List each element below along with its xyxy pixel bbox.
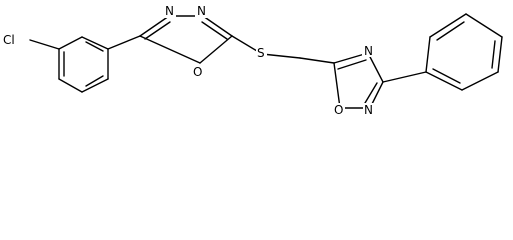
bond-inner — [432, 68, 461, 84]
bond — [461, 71, 499, 91]
bond-inner — [491, 40, 496, 69]
bond — [139, 15, 170, 37]
bond — [425, 36, 431, 73]
bond-inner — [85, 41, 104, 52]
atom-label-cl: Cl — [3, 33, 15, 47]
atom-n-oxd2-a: N — [362, 43, 374, 58]
atom-n-oxd1-a: N — [164, 4, 176, 18]
bond-inner — [85, 75, 104, 87]
bond — [202, 15, 233, 37]
bond-inner — [337, 59, 367, 70]
bond — [81, 78, 109, 93]
oxadiazole-ring-2 — [333, 52, 384, 109]
bond-ch2-c — [299, 57, 335, 64]
bond — [58, 78, 83, 93]
atom-label-n: N — [165, 4, 174, 18]
atom-label-o: O — [193, 65, 202, 79]
bond-inner — [201, 21, 228, 40]
bond — [497, 36, 503, 73]
atom-label-s: S — [257, 46, 265, 60]
bond — [429, 13, 467, 38]
atom-label-n: N — [364, 103, 373, 117]
chlorophenyl-ring — [58, 36, 109, 93]
oxadiazole-ring-1 — [139, 15, 233, 64]
atom-o-oxd2: O — [333, 103, 345, 117]
bond — [139, 35, 201, 64]
bond — [58, 36, 83, 50]
bond — [333, 62, 341, 109]
bond-s-ch2 — [261, 53, 301, 59]
atom-n-oxd2-b: N — [363, 103, 375, 117]
phenyl-ring — [425, 13, 503, 91]
bond-cl — [29, 39, 60, 50]
bond-aryl-link-2 — [382, 71, 427, 83]
atom-n-oxd1-b: N — [195, 4, 207, 18]
bond-inner — [144, 21, 171, 40]
bond — [367, 52, 384, 83]
atom-label-n: N — [364, 44, 373, 58]
bond-inner — [436, 21, 465, 41]
molecule-diagram: Cl N N O S N O N — [1, 4, 503, 117]
bond — [81, 36, 109, 50]
atom-s: S — [256, 45, 267, 60]
bond — [199, 35, 233, 64]
bond — [425, 71, 463, 91]
bond-aryl-link — [107, 35, 141, 50]
atom-label-n: N — [197, 4, 206, 18]
bond-inner — [364, 82, 378, 104]
structure-svg: Cl N N O S N O N — [1, 4, 503, 117]
atom-cl: Cl — [1, 32, 17, 47]
atom-o-oxd1: O — [192, 65, 204, 79]
bond — [465, 13, 503, 38]
atom-label-o: O — [334, 103, 343, 117]
